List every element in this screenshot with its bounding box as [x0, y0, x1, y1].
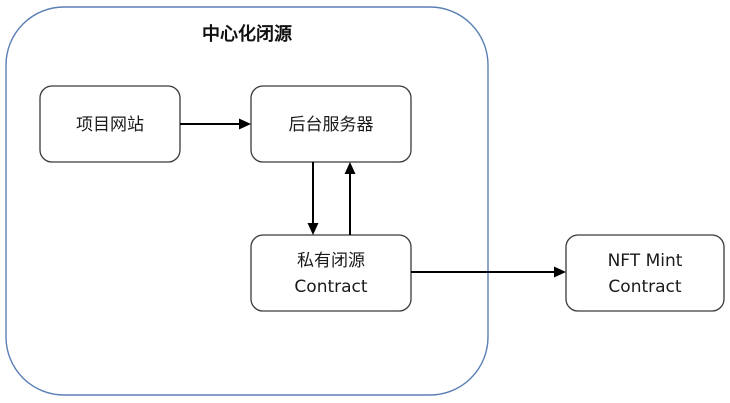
node-private-contract-box — [250, 234, 412, 312]
node-project-website: 项目网站 — [39, 85, 181, 163]
node-nft-mint-contract: NFT Mint Contract — [565, 234, 725, 312]
edge-backend-to-private-contract-arrowhead — [307, 223, 319, 235]
group-frame — [5, 6, 489, 396]
node-backend-server-label: 后台服务器 — [289, 115, 374, 135]
node-nft-mint-contract-label-line1: NFT Mint — [608, 251, 683, 271]
edge-private-contract-to-nft-contract-arrowhead — [554, 266, 566, 278]
edge-website-to-backend-arrowhead — [239, 118, 251, 130]
node-project-website-label: 项目网站 — [76, 115, 144, 135]
edge-private-contract-to-nft-contract — [411, 266, 566, 278]
node-private-contract: 私有闭源 Contract — [250, 234, 412, 312]
edge-private-contract-to-backend — [344, 162, 356, 235]
group-centralized: 中心化闭源 — [5, 6, 489, 396]
node-nft-mint-contract-label-line2: Contract — [608, 277, 681, 297]
node-backend-server: 后台服务器 — [250, 85, 412, 163]
edge-website-to-backend — [180, 118, 251, 130]
node-private-contract-label-line2: Contract — [294, 277, 367, 297]
group-title: 中心化闭源 — [202, 23, 292, 45]
node-nft-mint-contract-box — [565, 234, 725, 312]
edge-backend-to-private-contract — [307, 162, 319, 235]
edge-private-contract-to-backend-arrowhead — [344, 162, 356, 174]
node-private-contract-label-line1: 私有闭源 — [297, 251, 365, 271]
